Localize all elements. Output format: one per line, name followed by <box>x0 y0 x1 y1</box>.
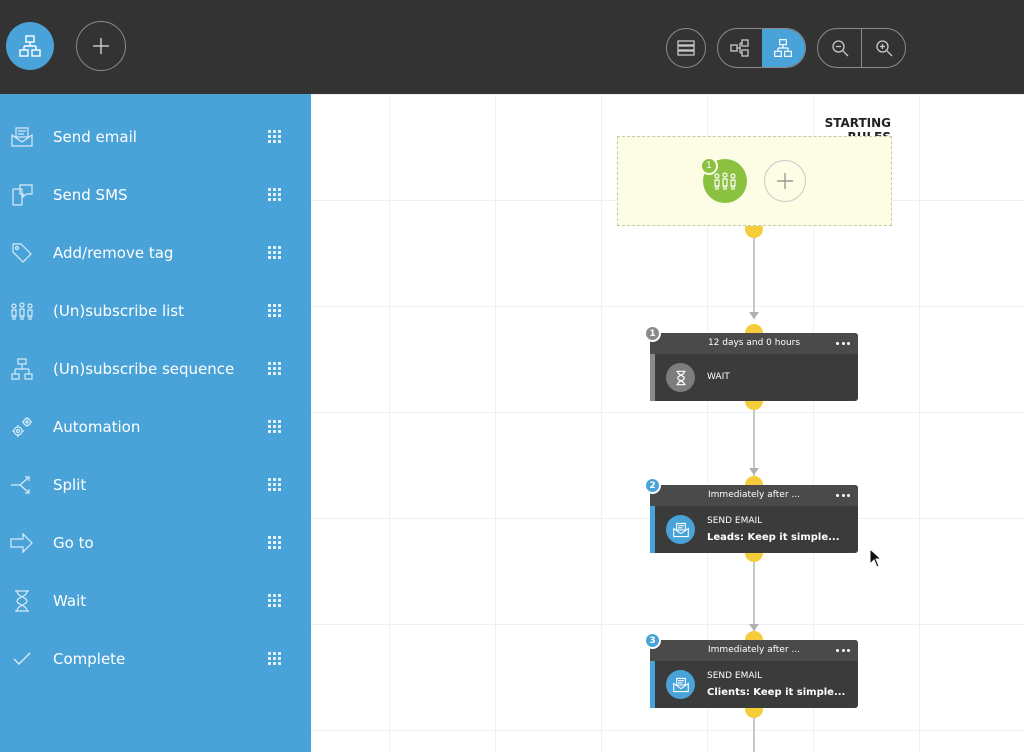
email-icon <box>9 124 35 150</box>
drag-handle-icon[interactable] <box>268 188 282 202</box>
drag-handle-icon[interactable] <box>268 130 282 144</box>
sidebar-item-label: (Un)subscribe list <box>53 302 184 320</box>
workflow-icon <box>19 35 41 57</box>
workflow-icon <box>774 39 793 57</box>
step-header: Immediately after ... <box>650 485 858 506</box>
zoom-out-icon <box>831 40 848 57</box>
hourglass-icon <box>666 363 695 392</box>
plus-icon <box>93 38 109 54</box>
split-icon <box>9 472 35 498</box>
sidebar-item-automation[interactable]: Automation <box>0 398 311 456</box>
sms-icon <box>9 182 35 208</box>
sidebar-item-wait[interactable]: Wait <box>0 572 311 630</box>
step-accent <box>650 354 655 401</box>
sidebar-item-send-sms[interactable]: Send SMS <box>0 166 311 224</box>
workflow-home-button[interactable] <box>6 22 54 70</box>
gears-icon <box>9 414 35 440</box>
sidebar-item-split[interactable]: Split <box>0 456 311 514</box>
connector-line <box>753 556 755 632</box>
connector-line <box>753 710 755 752</box>
more-options-icon[interactable] <box>836 488 850 502</box>
drag-handle-icon[interactable] <box>268 362 282 376</box>
drag-handle-icon[interactable] <box>268 304 282 318</box>
drag-handle-icon[interactable] <box>268 594 282 608</box>
connector-arrow <box>749 624 759 631</box>
tree-view-button[interactable] <box>718 29 762 67</box>
mouse-cursor-icon <box>869 548 883 568</box>
step-accent <box>650 506 655 553</box>
zoom-controls <box>817 28 906 68</box>
people-icon <box>714 172 736 190</box>
more-options-icon[interactable] <box>836 336 850 350</box>
sidebar-item-label: Wait <box>53 592 87 610</box>
starting-rules-box: 1 <box>617 136 892 226</box>
step-detail: Clients: Keep it simple... <box>707 687 846 698</box>
step-card-send-email[interactable]: Immediately after ... 3 SEND EMAIL Clien… <box>644 632 858 708</box>
sidebar-item-send-email[interactable]: Send email <box>0 108 311 166</box>
tag-icon <box>9 240 35 266</box>
email-icon <box>666 670 695 699</box>
sidebar-item-label: Send email <box>53 128 137 146</box>
checkmark-icon <box>9 646 35 672</box>
sequence-icon <box>9 356 35 382</box>
view-toggle <box>717 28 806 68</box>
workflow-canvas[interactable]: STARTING RULES 1 12 days and 0 hours 1 W… <box>311 94 1024 752</box>
drag-handle-icon[interactable] <box>268 420 282 434</box>
top-toolbar <box>0 0 1024 94</box>
rule-count-badge: 1 <box>700 157 718 175</box>
sidebar-item-label: Add/remove tag <box>53 244 174 262</box>
step-type: SEND EMAIL <box>707 671 763 681</box>
zoom-in-icon <box>875 40 892 57</box>
sidebar-item-label: Go to <box>53 534 94 552</box>
list-icon <box>677 40 695 56</box>
step-header: 12 days and 0 hours <box>650 333 858 354</box>
step-number-badge: 3 <box>644 632 661 649</box>
connector-line <box>753 404 755 477</box>
drag-handle-icon[interactable] <box>268 478 282 492</box>
step-card-wait[interactable]: 12 days and 0 hours 1 WAIT <box>644 325 858 401</box>
zoom-in-button[interactable] <box>861 29 905 67</box>
sidebar-item-label: Complete <box>53 650 126 668</box>
arrow-right-icon <box>9 530 35 556</box>
drag-handle-icon[interactable] <box>268 246 282 260</box>
add-rule-button[interactable] <box>764 160 806 202</box>
step-number-badge: 2 <box>644 477 661 494</box>
sidebar-item-tag[interactable]: Add/remove tag <box>0 224 311 282</box>
sidebar-item-label: Send SMS <box>53 186 128 204</box>
connector-arrow <box>749 468 759 475</box>
sidebar-item-subscribe-sequence[interactable]: (Un)subscribe sequence <box>0 340 311 398</box>
drag-handle-icon[interactable] <box>268 536 282 550</box>
sidebar-item-label: (Un)subscribe sequence <box>53 360 235 378</box>
plus-icon <box>777 173 793 189</box>
sidebar-item-label: Split <box>53 476 87 494</box>
drag-handle-icon[interactable] <box>268 652 282 666</box>
connector-arrow <box>749 312 759 319</box>
hourglass-icon <box>9 588 35 614</box>
step-accent <box>650 661 655 708</box>
people-icon <box>9 298 35 324</box>
add-button[interactable] <box>76 21 126 71</box>
connector-line <box>753 234 755 319</box>
list-view-button[interactable] <box>666 28 706 68</box>
step-type: SEND EMAIL <box>707 516 763 526</box>
more-options-icon[interactable] <box>836 643 850 657</box>
step-number-badge: 1 <box>644 325 661 342</box>
step-detail: Leads: Keep it simple... <box>707 532 840 543</box>
sidebar-item-label: Automation <box>53 418 141 436</box>
step-type: WAIT <box>707 372 730 382</box>
tree-horizontal-icon <box>730 39 749 57</box>
sidebar-item-go-to[interactable]: Go to <box>0 514 311 572</box>
action-palette: Send email Send SMS Add/remove tag (Un)s… <box>0 94 311 752</box>
sidebar-item-complete[interactable]: Complete <box>0 630 311 688</box>
step-header: Immediately after ... <box>650 640 858 661</box>
flow-view-button[interactable] <box>761 29 805 67</box>
zoom-out-button[interactable] <box>818 29 861 67</box>
sidebar-item-subscribe-list[interactable]: (Un)subscribe list <box>0 282 311 340</box>
email-icon <box>666 515 695 544</box>
step-card-send-email[interactable]: Immediately after ... 2 SEND EMAIL Leads… <box>644 477 858 553</box>
